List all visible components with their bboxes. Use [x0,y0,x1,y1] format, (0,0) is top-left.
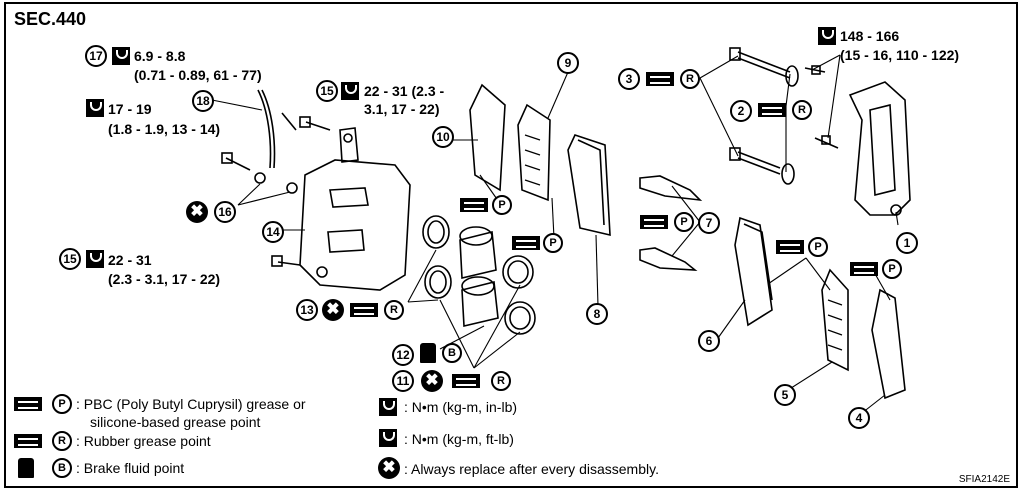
part-number-4: 4 [848,407,870,429]
part-number-15-bottom: 15 [59,248,81,270]
torque-17-line1: 6.9 - 8.8 [134,48,186,64]
torque-18-line1: 17 - 19 [108,101,152,117]
part-number-5: 5 [774,384,796,406]
torque-nm-in-icon [112,47,130,65]
rubber-grease-icon: R [491,371,511,391]
pbc-grease-icon: P [808,237,828,257]
bolts [221,112,331,267]
part-number-3: 3 [618,68,640,90]
grease-point-icon [776,240,804,254]
torque-nm-ft-icon [818,27,836,45]
part-number-14: 14 [262,221,284,243]
grease-point-icon [460,198,488,212]
torque-nm-ft-icon [341,82,359,100]
torque-15-bottom-line2: (2.3 - 3.1, 17 - 22) [108,271,221,287]
rubber-grease-icon: R [384,300,404,320]
torque-nm-ft-icon [86,250,104,268]
torque-17-line2: (0.71 - 0.89, 61 - 77) [134,67,262,83]
legend-replace: : Always replace after every disassembly… [404,461,659,477]
part-number-7: 7 [698,212,720,234]
grease-point-icon [758,103,786,117]
part-number-1: 1 [896,232,918,254]
torque-top-right-line1: 148 - 166 [840,28,900,44]
torque-15-top-line1: 22 - 31 (2.3 - [364,83,445,99]
torque-nm-in-icon [379,398,397,416]
section-title: SEC.440 [14,9,87,29]
part-number-9: 9 [557,52,579,74]
replace-icon: ✖ [186,201,208,223]
torque-18-line2: (1.8 - 1.9, 13 - 14) [108,121,221,137]
part-number-18: 18 [192,90,214,112]
part-number-2: 2 [730,100,752,122]
grease-point-icon [14,434,42,448]
brake-hose [257,89,272,169]
replace-icon: ✖ [322,299,344,321]
legend-pbc-line2: silicone-based grease point [90,414,261,430]
replace-icon: ✖ [421,370,443,392]
pad-9 [517,103,551,202]
part-number-6: 6 [698,330,720,352]
part-number-10: 10 [432,126,454,148]
grease-point-icon [850,262,878,276]
piston-seals [422,215,536,335]
caliper-body [299,127,411,291]
part-number-16: 16 [214,201,236,223]
rubber-grease-icon: R [52,431,72,451]
pad-8 [567,134,611,237]
figure-code: SFIA2142E [958,474,1010,485]
diagram-frame [4,2,1018,488]
pbc-grease-icon: P [52,394,72,414]
brake-fluid-point-icon: B [442,343,462,363]
grease-point-icon [512,236,540,250]
torque-nm-ft-icon [86,99,104,117]
torque-nm-ft-icon [379,429,397,447]
pbc-grease-icon: P [492,195,512,215]
pad-shim-10 [469,83,506,192]
torque-15-top-line2: 3.1, 17 - 22) [364,101,440,117]
pistons [459,226,499,327]
brake-fluid-icon [420,343,436,363]
part-number-17: 17 [85,45,107,67]
pbc-grease-icon: P [674,212,694,232]
part-number-12: 12 [392,344,414,366]
legend-nm-in: : N•m (kg-m, in-lb) [404,399,518,415]
pad-shim-5 [821,268,849,372]
grease-point-icon [452,374,480,388]
brake-fluid-icon [18,458,34,478]
pad-clip-upper [639,175,703,202]
rubber-grease-icon: R [792,100,812,120]
grease-point-icon [646,72,674,86]
legend-rubber: : Rubber grease point [76,433,211,449]
sliding-pins [729,47,839,185]
grease-point-icon [14,397,42,411]
pad-clip-lower [639,247,698,271]
grease-point-icon [640,215,668,229]
torque-member [848,81,911,216]
brake-fluid-point-icon: B [52,458,72,478]
torque-top-right-line2: (15 - 16, 110 - 122) [840,47,960,63]
replace-icon: ✖ [378,457,400,479]
part-number-13: 13 [296,299,318,321]
pbc-grease-icon: P [543,233,563,253]
part-number-15-top: 15 [316,80,338,102]
rubber-grease-icon: R [680,69,700,89]
legend-brake-fluid: : Brake fluid point [76,460,185,476]
part-number-11: 11 [392,370,414,392]
leader-lines [211,54,899,414]
pad-6 [734,216,773,327]
legend-nm-ft: : N•m (kg-m, ft-lb) [404,431,514,447]
part-number-8: 8 [586,303,608,325]
pbc-grease-icon: P [882,259,902,279]
grease-point-icon [350,303,378,317]
pad-shim-cover-4 [871,288,906,400]
torque-15-bottom-line1: 22 - 31 [108,252,152,268]
legend-pbc-line1: : PBC (Poly Butyl Cuprysil) grease or [76,396,306,412]
